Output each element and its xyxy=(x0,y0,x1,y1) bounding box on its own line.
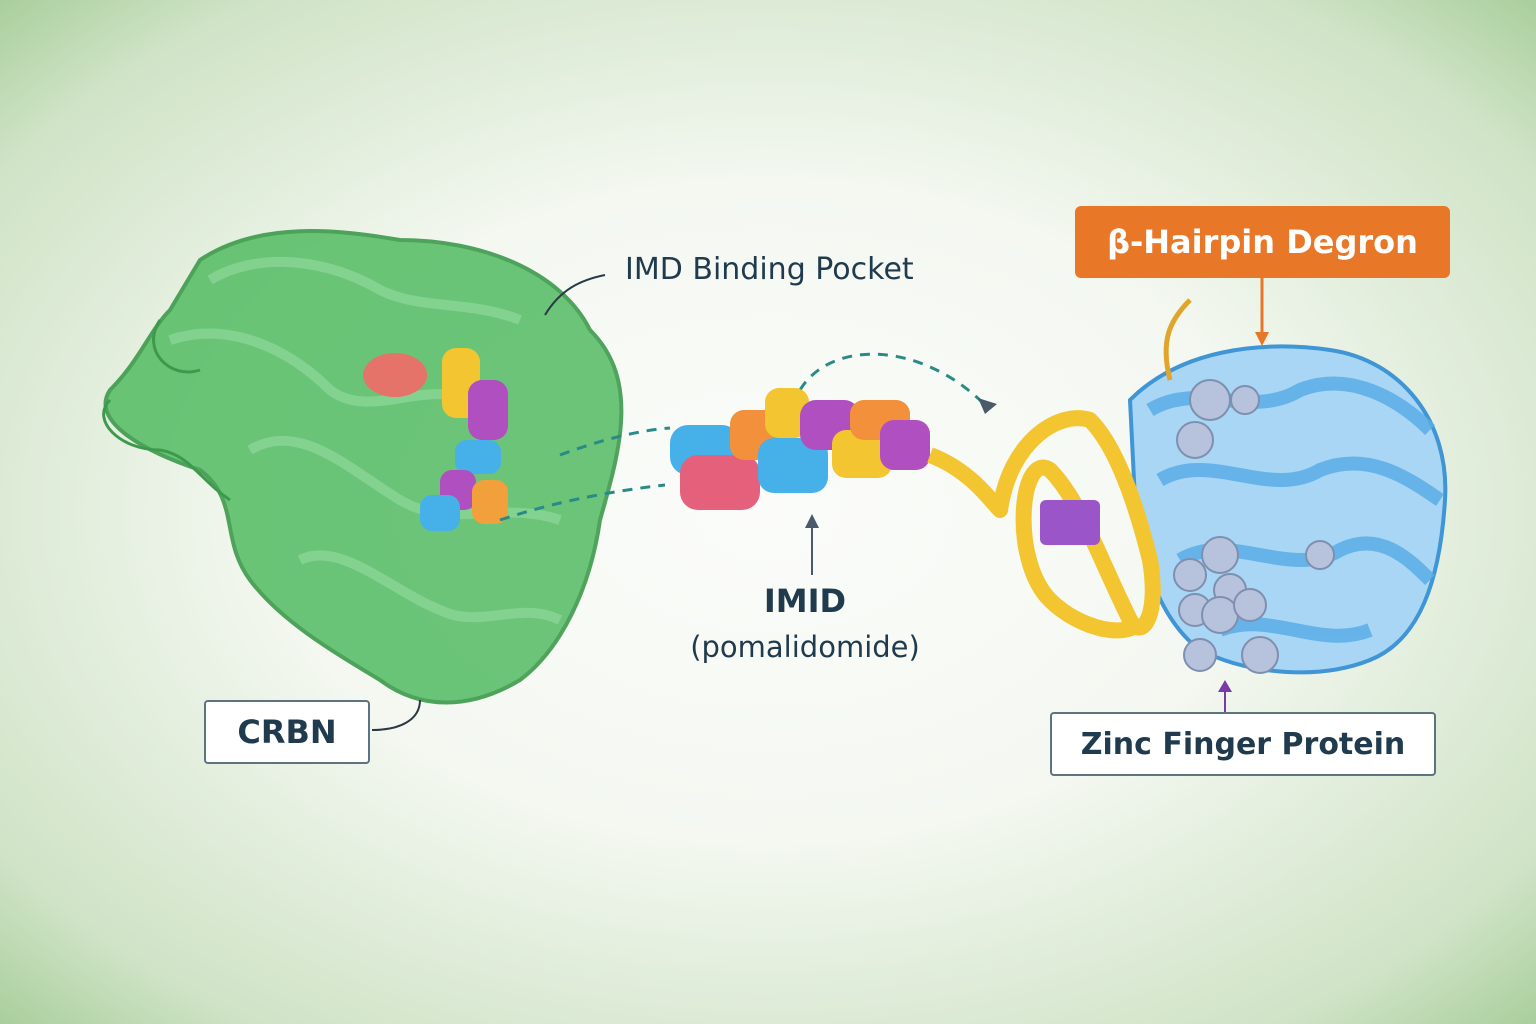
imid-sublabel: (pomalidomide) xyxy=(690,630,920,664)
pocket-label: IMD Binding Pocket xyxy=(625,252,914,287)
crbn-protein xyxy=(102,229,624,705)
arrow-head-icon xyxy=(978,398,997,414)
imid-molecule xyxy=(670,388,930,510)
arrow-up-icon xyxy=(805,514,819,528)
beta-hairpin xyxy=(926,298,1192,639)
binding-pocket xyxy=(363,348,508,531)
arrow-up-icon xyxy=(1218,680,1232,692)
degron-label: β-Hairpin Degron xyxy=(1075,206,1450,278)
zinc-finger-protein xyxy=(1127,344,1448,675)
arrow-down-icon xyxy=(1255,332,1269,346)
crbn-label: CRBN xyxy=(204,700,370,764)
imid-label: IMID xyxy=(763,582,847,620)
zinc-finger-label: Zinc Finger Protein xyxy=(1050,712,1436,776)
interaction-dashes xyxy=(499,352,987,522)
pocket-pointer xyxy=(544,274,606,316)
crbn-pointer xyxy=(371,699,421,731)
zinc-atoms xyxy=(1173,379,1335,674)
